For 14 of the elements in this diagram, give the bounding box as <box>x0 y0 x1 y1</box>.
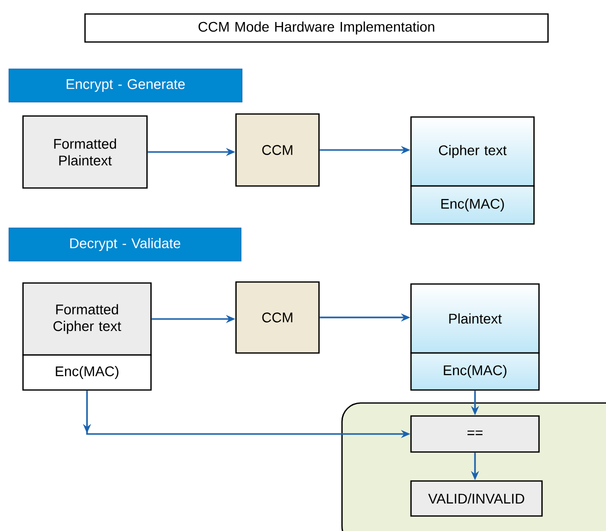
input-box: Formatted Cipher text <box>22 282 152 356</box>
output-box: Plaintext <box>410 283 540 354</box>
output-box: Cipher text <box>410 116 535 187</box>
input-box: Formatted Plaintext <box>22 115 148 189</box>
process-box: CCM <box>235 113 320 187</box>
title-box: CCM Mode Hardware Implementation <box>84 13 549 43</box>
section-banner: Encrypt - Generate <box>8 68 242 102</box>
process-box: CCM <box>235 281 320 354</box>
section-banner: Decrypt - Validate <box>8 228 242 262</box>
mac-box: Enc(MAC) <box>410 352 540 391</box>
mac-box: Enc(MAC) <box>22 354 152 391</box>
compare-box: == <box>410 415 540 453</box>
result-box: VALID/INVALID <box>410 480 543 517</box>
mac-box: Enc(MAC) <box>410 185 535 225</box>
